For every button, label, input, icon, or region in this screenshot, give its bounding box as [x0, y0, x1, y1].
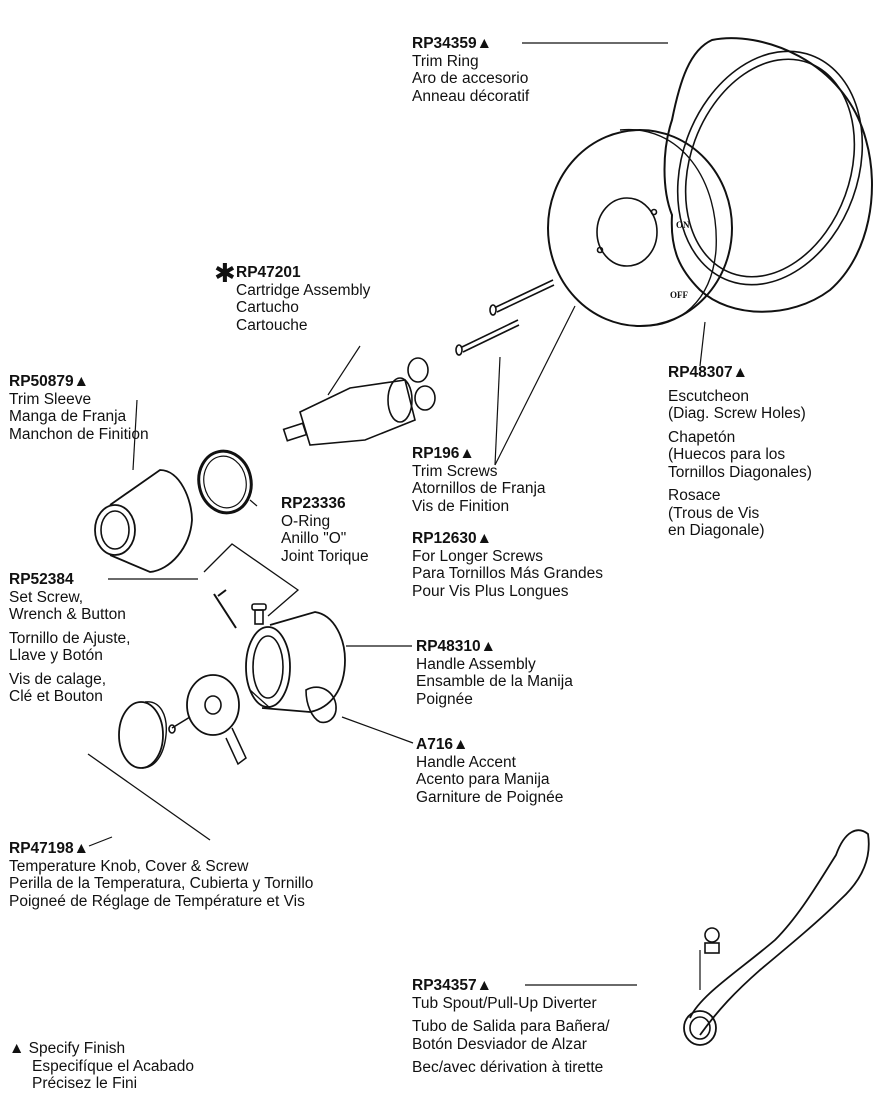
label-rp12630: RP12630▲ For Longer Screws Para Tornillo… [412, 530, 603, 600]
label-line: Para Tornillos Más Grandes [412, 565, 603, 582]
label-line: Tornillos Diagonales) [668, 463, 812, 481]
part-number: RP23336 [281, 495, 346, 512]
part-number: A716▲ [416, 736, 469, 753]
escutcheon-drawing: ON OFF [547, 128, 733, 327]
label-line: Atornillos de Franja [412, 480, 546, 497]
label-rp34357: RP34357▲ Tub Spout/Pull-Up Diverter Tubo… [412, 977, 610, 1077]
label-line: Joint Torique [281, 547, 369, 565]
label-rp48307: RP48307▲ Escutcheon (Diag. Screw Holes) … [668, 364, 812, 540]
label-line: Manga de Franja [9, 408, 127, 425]
label-line: Anneau décoratif [412, 87, 530, 105]
trim-sleeve-drawing [94, 469, 193, 573]
part-number: RP196▲ [412, 445, 475, 462]
label-line: Chapetón [668, 428, 736, 446]
label-line: Cartridge Assembly [236, 281, 371, 299]
label-line: (Huecos para los [668, 446, 786, 463]
label-line: Garniture de Poignée [416, 788, 564, 806]
label-line: Tub Spout/Pull-Up Diverter [412, 994, 597, 1012]
label-line: Wrench & Button [9, 606, 126, 623]
label-line: Tornillo de Ajuste, [9, 629, 131, 647]
label-line: Llave y Botón [9, 647, 103, 664]
o-ring-drawing [197, 449, 253, 515]
legend-line: Précisez le Fini [32, 1075, 138, 1092]
label-rp47201: RP47201 Cartridge Assembly Cartucho Cart… [236, 264, 370, 334]
temperature-knob-drawing [87, 674, 271, 841]
label-rp48310: RP48310▲ Handle Assembly Ensamble de la … [416, 638, 573, 708]
label-line: Vis de calage, [9, 670, 107, 688]
handle-assembly-drawing [245, 611, 346, 724]
label-line: Poignée [416, 690, 473, 708]
label-line: Temperature Knob, Cover & Screw [9, 857, 249, 875]
label-rp196: RP196▲ Trim Screws Atornillos de Franja … [412, 445, 546, 515]
label-line: Escutcheon [668, 387, 749, 405]
part-number: RP48307▲ [668, 364, 748, 381]
label-line: For Longer Screws [412, 547, 543, 565]
leader-lines [88, 42, 706, 986]
legend-line: Specify Finish [28, 1040, 126, 1057]
star-marker: ✱ [214, 258, 236, 288]
triangle-icon: ▲ [9, 1040, 25, 1057]
label-line: Trim Ring [412, 52, 479, 70]
part-number: RP47201 [236, 264, 301, 281]
label-line: en Diagonale) [668, 522, 765, 539]
label-line: Trim Screws [412, 462, 498, 480]
label-line: Rosace [668, 487, 721, 504]
label-rp23336: RP23336 O-Ring Anillo "O" Joint Torique [281, 495, 369, 565]
trim-screws-drawing [455, 279, 555, 356]
part-number: RP34357▲ [412, 977, 492, 994]
part-number: RP12630▲ [412, 530, 492, 547]
label-line: Poigneé de Réglage de Température et Vis [9, 892, 305, 910]
label-line: Acento para Manija [416, 771, 550, 788]
part-number: RP50879▲ [9, 373, 89, 390]
label-line: Manchon de Finition [9, 425, 149, 443]
label-line: Vis de Finition [412, 497, 510, 515]
label-line: Set Screw, [9, 588, 84, 606]
set-screw-kit-drawing [203, 543, 300, 629]
off-mark: OFF [670, 290, 688, 300]
label-line: Cartouche [236, 316, 308, 334]
cartridge-drawing [282, 357, 436, 446]
label-rp34359: RP34359▲ Trim Ring Aro de accesorio Anne… [412, 35, 529, 105]
label-line: Tubo de Salida para Bañera/ [412, 1018, 610, 1035]
legend-line: Especifíque el Acabado [32, 1057, 195, 1075]
part-number: RP47198▲ [9, 840, 89, 857]
part-number: RP48310▲ [416, 638, 496, 655]
label-line: Bec/avec dérivation à tirette [412, 1059, 604, 1076]
label-rp52384: RP52384 Set Screw, Wrench & Button Torni… [9, 571, 131, 706]
label-line: (Diag. Screw Holes) [668, 405, 806, 422]
finish-legend: ▲ Specify Finish Especifíque el Acabado … [9, 1040, 194, 1093]
label-line: Cartucho [236, 299, 299, 316]
trim-ring-drawing [663, 37, 873, 313]
part-number: RP52384 [9, 571, 74, 588]
part-number: RP34359▲ [412, 35, 492, 52]
label-line: Handle Accent [416, 753, 516, 771]
label-rp50879: RP50879▲ Trim Sleeve Manga de Franja Man… [9, 373, 149, 443]
label-line: Botón Desviador de Alzar [412, 1035, 587, 1053]
label-line: Ensamble de la Manija [416, 673, 573, 690]
label-line: Trim Sleeve [9, 390, 92, 408]
label-a716: A716▲ Handle Accent Acento para Manija G… [416, 736, 563, 806]
label-line: O-Ring [281, 512, 331, 530]
label-line: Handle Assembly [416, 655, 536, 673]
on-mark: ON [676, 220, 690, 230]
tub-spout-drawing [683, 829, 870, 1046]
label-rp47198: RP47198▲ Temperature Knob, Cover & Screw… [9, 840, 313, 910]
label-line: Aro de accesorio [412, 70, 529, 87]
label-line: (Trous de Vis [668, 504, 760, 522]
label-line: Perilla de la Temperatura, Cubierta y To… [9, 875, 314, 892]
label-line: Anillo "O" [281, 530, 347, 547]
label-line: Pour Vis Plus Longues [412, 582, 569, 600]
label-line: Clé et Bouton [9, 688, 103, 705]
